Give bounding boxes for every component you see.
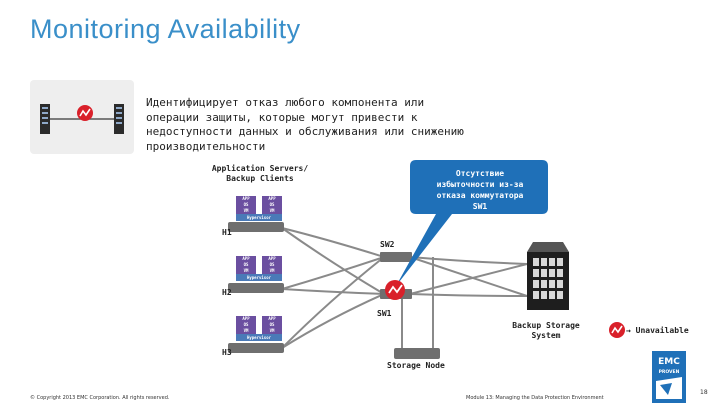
failed-link-illustration xyxy=(30,80,134,154)
backup-storage-system xyxy=(527,242,569,310)
slide-title: Monitoring Availability xyxy=(30,14,301,44)
hypervisor-label: Hypervisor xyxy=(246,275,272,280)
host-h1 xyxy=(228,196,284,232)
failed-link-icon xyxy=(40,104,124,134)
legend-arrow-icon: → xyxy=(626,326,631,335)
sw1-failure-icon xyxy=(385,280,405,300)
host-label-h1: H1 xyxy=(222,228,232,237)
svg-text:EMC: EMC xyxy=(658,357,680,367)
network-links xyxy=(281,227,528,350)
storage-node xyxy=(394,348,440,359)
callout-bubble xyxy=(396,160,548,286)
host-h3 xyxy=(228,316,284,353)
emc-proven-logo: EMC PROVEN xyxy=(652,351,686,403)
storage-node-label: Storage Node xyxy=(387,361,445,370)
hypervisor-label: Hypervisor xyxy=(246,215,272,220)
intro-text: Идентифицирует отказ любого компонента и… xyxy=(146,96,464,153)
footer-module: Module 13: Managing the Data Protection … xyxy=(466,395,604,401)
callout-text: Отсутствие избыточности из-за отказа ком… xyxy=(436,169,524,211)
emc-logo-icon: EMC PROVEN xyxy=(652,351,686,403)
sw1-label: SW1 xyxy=(377,309,392,318)
app-servers-label: Application Servers/Backup Clients xyxy=(211,164,309,183)
footer-copyright: © Copyright 2013 EMC Corporation. All ri… xyxy=(30,395,170,401)
host-label-h3: H3 xyxy=(222,348,232,357)
legend-failure-icon xyxy=(609,322,625,338)
switch-sw2 xyxy=(380,252,412,262)
host-label-h2: H2 xyxy=(222,288,232,297)
legend-unavailable: → Unavailable xyxy=(626,326,689,335)
hypervisor-label: Hypervisor xyxy=(246,335,272,340)
host-h2 xyxy=(228,256,284,293)
page-number: 18 xyxy=(700,389,708,396)
sw2-label: SW2 xyxy=(380,240,395,249)
svg-text:PROVEN: PROVEN xyxy=(659,369,680,375)
